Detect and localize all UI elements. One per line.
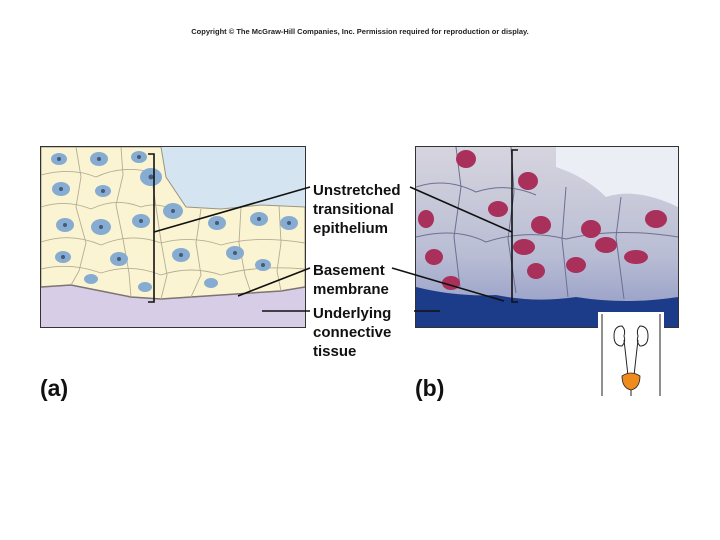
kidney-right <box>636 325 649 347</box>
bladder <box>621 372 641 391</box>
ureters <box>623 339 639 377</box>
panel-label-a: (a) <box>40 375 69 401</box>
micrograph-panel-b <box>415 146 679 328</box>
label-basement-membrane: Basement membrane <box>313 262 389 298</box>
urinary-system-inset <box>598 312 664 396</box>
copyright-notice: Copyright © The McGraw-Hill Companies, I… <box>191 27 529 36</box>
label-underlying-connective-tissue: Underlying connective tissue <box>313 305 392 360</box>
illustration-panel-a <box>40 146 306 328</box>
label-unstretched-transitional-epithelium: Unstretched transitional epithelium <box>313 182 401 237</box>
panel-label-b: (b) <box>415 375 445 401</box>
kidney-left <box>613 325 626 347</box>
cell-boundaries <box>41 147 305 300</box>
body-outline <box>601 314 661 396</box>
lumen-region <box>556 147 678 207</box>
